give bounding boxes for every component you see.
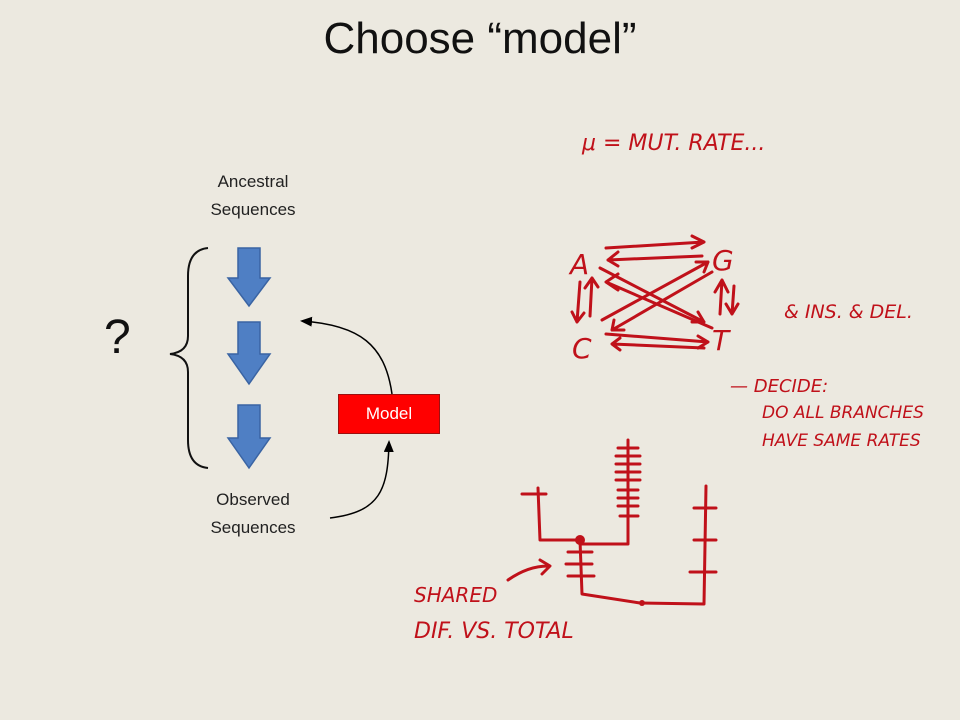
nucleotide-c: C [572, 332, 592, 365]
observed-sequences-label: Observed Sequences [173, 486, 333, 542]
question-mark: ? [104, 311, 131, 364]
nucleotide-a: A [568, 248, 589, 281]
nucleotide-t: T [712, 324, 731, 357]
model-to-arrows-connector [300, 316, 393, 395]
mu-note: μ = MUT. RATE... [581, 131, 765, 156]
ancestral-label-line1: Ancestral [217, 172, 289, 191]
observed-label-line2: Sequences [210, 518, 296, 537]
shared-line1: SHARED [414, 583, 497, 607]
down-arrow-3-icon [226, 404, 272, 470]
shared-line2: DIF. VS. TOTAL [414, 619, 574, 644]
node-dot-2 [639, 600, 645, 606]
slide-title: Choose “model” [323, 14, 637, 63]
ancestral-label-line2: Sequences [210, 200, 296, 219]
down-arrow-2-icon [226, 321, 272, 386]
observed-label-line1: Observed [216, 490, 290, 509]
decide-line1: — DECIDE: [730, 376, 828, 397]
down-arrow-1-icon [226, 247, 272, 308]
decide-line3: HAVE SAME RATES [762, 431, 921, 451]
decide-line2: DO ALL BRANCHES [762, 403, 924, 423]
ancestral-sequences-label: Ancestral Sequences [173, 168, 333, 224]
shared-pointer-arrow [506, 558, 552, 582]
model-box: Model [338, 394, 440, 434]
node-dot-1 [575, 535, 585, 545]
nucleotide-g: G [712, 244, 734, 277]
indel-note: & INS. & DEL. [784, 301, 913, 323]
model-label: Model [365, 404, 413, 423]
transition-arrows [570, 234, 740, 352]
tree-sketch [520, 438, 718, 606]
curly-brace [169, 247, 209, 469]
observed-to-model-connector [329, 440, 394, 519]
